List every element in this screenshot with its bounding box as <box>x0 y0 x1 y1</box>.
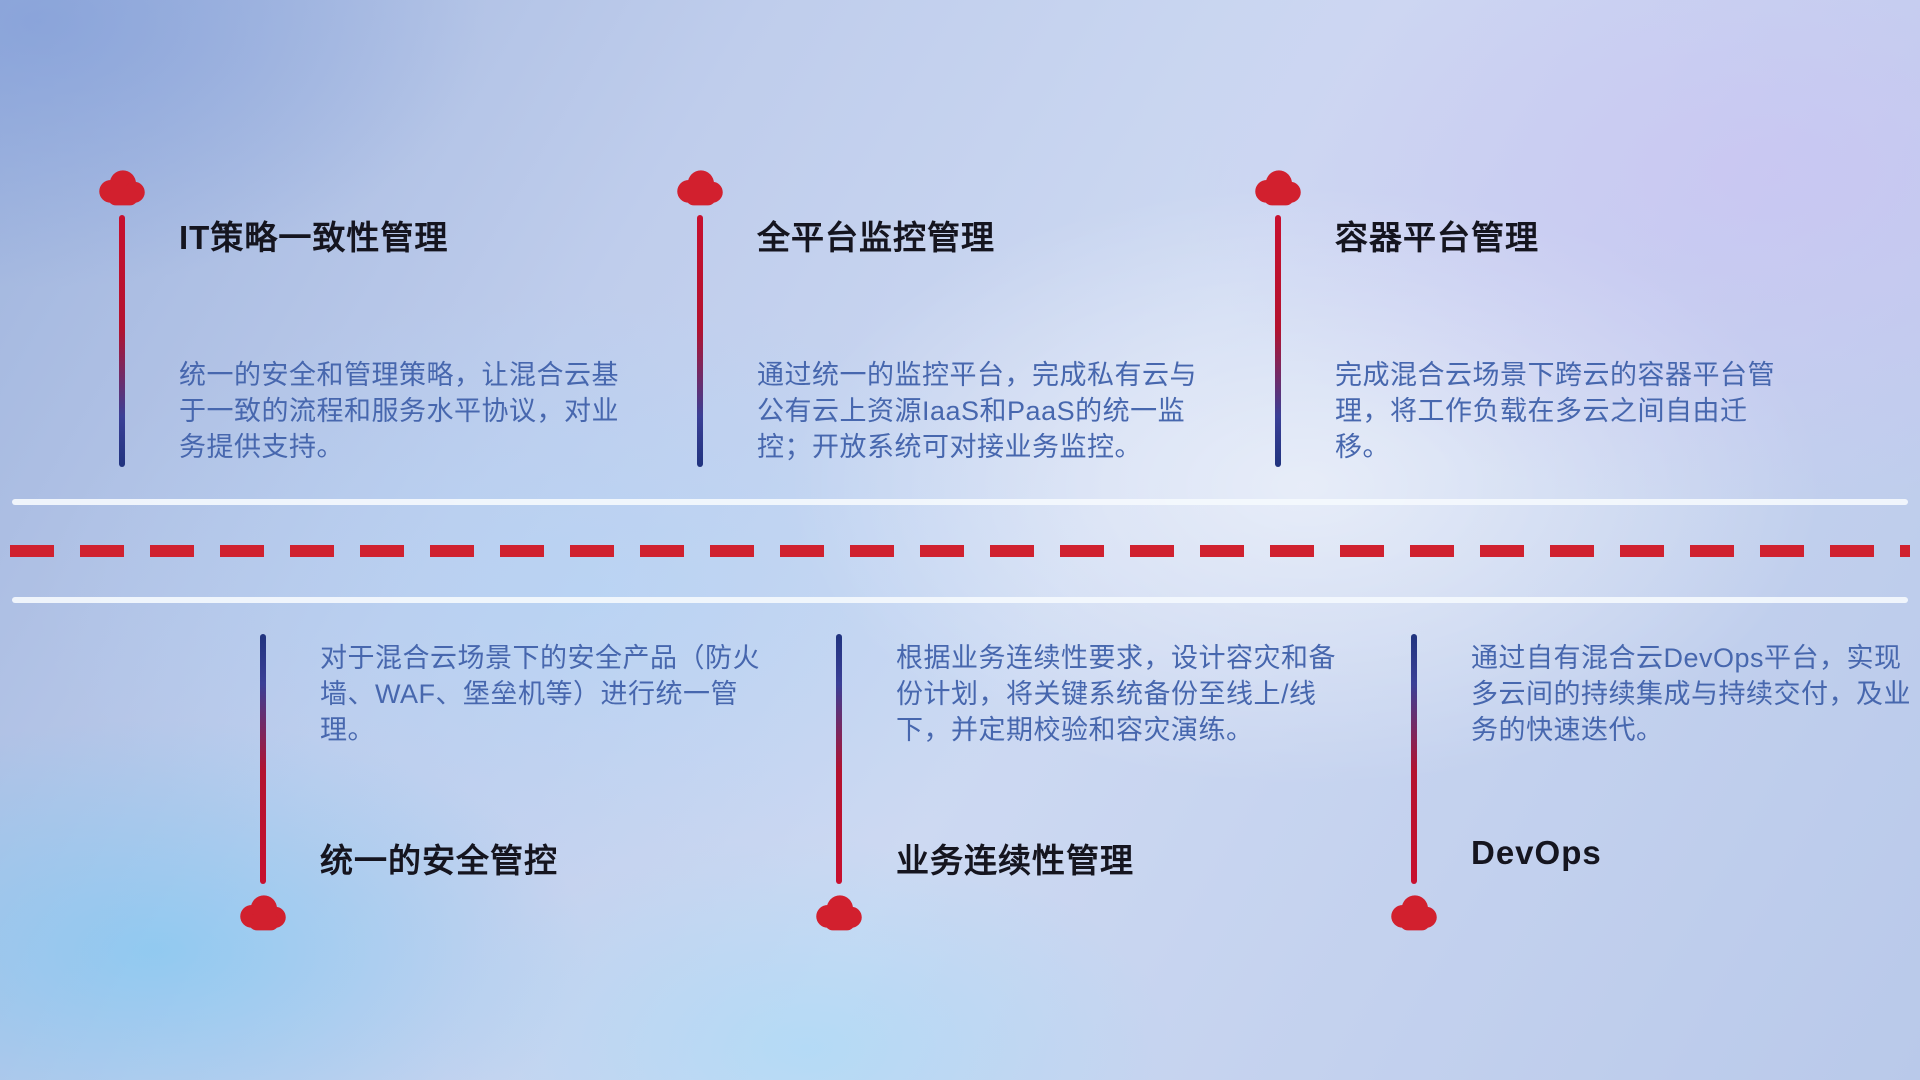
connector-line <box>1275 215 1281 467</box>
capability-desc: 完成混合云场景下跨云的容器平台管理，将工作负载在多云之间自由迁移。 <box>1335 360 1775 462</box>
capability-title: 容器平台管理 <box>1335 219 1539 256</box>
connector-line <box>836 634 842 884</box>
capability-title: 全平台监控管理 <box>757 219 995 256</box>
capability-desc: 统一的安全和管理策略，让混合云基于一致的流程和服务水平协议，对业务提供支持。 <box>179 360 619 462</box>
connector-line <box>697 215 703 467</box>
capability-title: DevOps <box>1471 834 1602 871</box>
dashed-center-line <box>10 545 1910 557</box>
capability-desc: 对于混合云场景下的安全产品（防火墙、WAF、堡垒机等）进行统一管理。 <box>320 643 760 745</box>
cloud-icon <box>235 892 291 932</box>
divider-line-bottom <box>12 597 1908 603</box>
capability-desc: 根据业务连续性要求，设计容灾和备份计划，将关键系统备份至线上/线下，并定期校验和… <box>896 643 1336 745</box>
capability-item-container-platform: 容器平台管理 完成混合云场景下跨云的容器平台管理，将工作负载在多云之间自由迁移。 <box>1250 167 1790 587</box>
capability-item-devops: 通过自有混合云DevOps平台，实现多云间的持续集成与持续交付，及业务的快速迭代… <box>1386 634 1920 964</box>
capability-item-it-policy: IT策略一致性管理 统一的安全和管理策略，让混合云基于一致的流程和服务水平协议，… <box>94 167 634 587</box>
capability-item-business-continuity: 根据业务连续性要求，设计容灾和备份计划，将关键系统备份至线上/线下，并定期校验和… <box>811 634 1351 964</box>
cloud-icon <box>94 167 150 207</box>
capability-desc: 通过自有混合云DevOps平台，实现多云间的持续集成与持续交付，及业务的快速迭代… <box>1471 643 1911 745</box>
cloud-icon <box>1386 892 1442 932</box>
capability-title: 业务连续性管理 <box>896 842 1134 879</box>
connector-line <box>119 215 125 467</box>
capability-title: 统一的安全管控 <box>320 842 558 879</box>
divider-line-top <box>12 499 1908 505</box>
connector-line <box>1411 634 1417 884</box>
connector-line <box>260 634 266 884</box>
cloud-icon <box>672 167 728 207</box>
capability-desc: 通过统一的监控平台，完成私有云与公有云上资源IaaS和PaaS的统一监控；开放系… <box>757 360 1197 462</box>
capability-item-monitoring: 全平台监控管理 通过统一的监控平台，完成私有云与公有云上资源IaaS和PaaS的… <box>672 167 1212 587</box>
cloud-icon <box>1250 167 1306 207</box>
capability-title: IT策略一致性管理 <box>179 219 449 256</box>
cloud-icon <box>811 892 867 932</box>
capability-item-security-control: 对于混合云场景下的安全产品（防火墙、WAF、堡垒机等）进行统一管理。 统一的安全… <box>235 634 775 964</box>
